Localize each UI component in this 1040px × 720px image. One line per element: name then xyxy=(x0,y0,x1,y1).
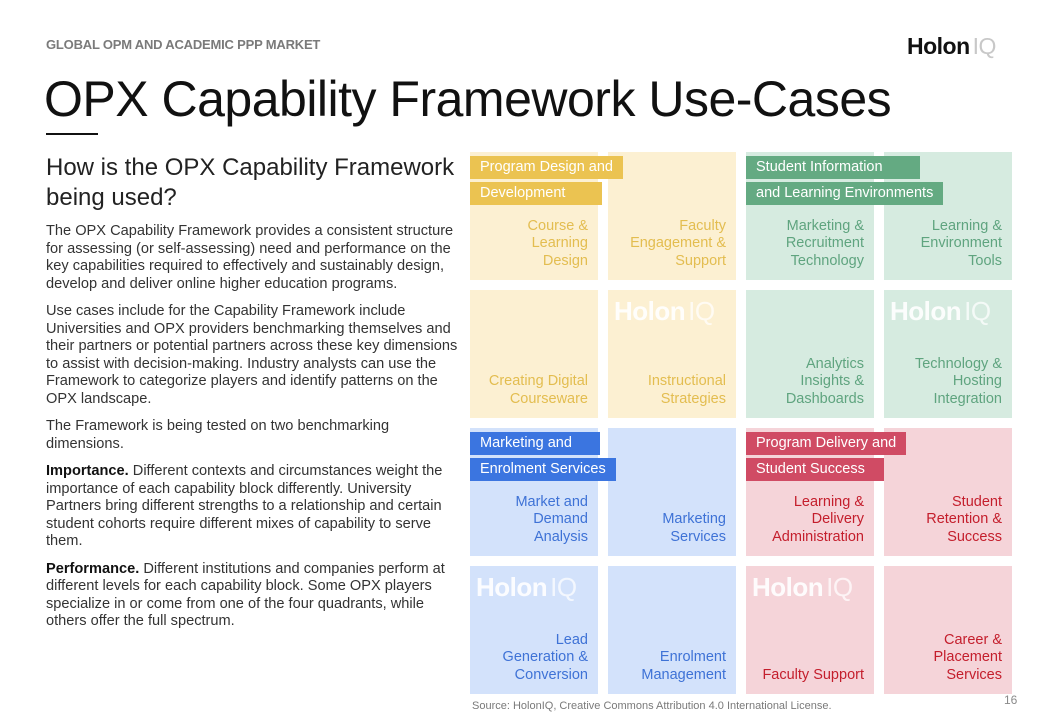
tile-label: Learning & Environment Tools xyxy=(920,217,1002,269)
tile-label: Creating Digital Courseware xyxy=(488,373,588,407)
tile-label: Learning & Delivery Administration xyxy=(772,493,864,545)
tile-marketing-services: Marketing Services xyxy=(608,428,736,556)
tile-label: Analytics Insights & Dashboards xyxy=(785,355,864,407)
section-subheading: How is the OPX Capability Framework bein… xyxy=(46,154,455,211)
tile-label: Course & Learning Design xyxy=(527,217,588,269)
quadrant-label-tech-line1: Student Information xyxy=(746,156,920,179)
quadrant-label-marketing-line2: Enrolment Services xyxy=(470,458,616,481)
page-title: OPX Capability Framework Use-Cases xyxy=(44,71,892,127)
performance-term: Performance. xyxy=(46,560,140,577)
quadrant-label-delivery-line1: Program Delivery and xyxy=(746,432,907,455)
tile-label: Enrolment Management xyxy=(641,649,726,683)
paragraph-intro: The OPX Capability Framework provides a … xyxy=(46,223,454,292)
tile-analytics-dashboards: Analytics Insights & Dashboards xyxy=(746,290,874,418)
left-text-column: How is the OPX Capability Framework bein… xyxy=(46,153,464,641)
tile-label: Student Retention & Success xyxy=(926,493,1002,545)
tile-faculty-engagement: Faculty Engagement & Support xyxy=(608,152,736,280)
paragraph-dimensions: The Framework is being tested on two ben… xyxy=(46,418,390,452)
quadrant-label-design-line1: Program Design and xyxy=(470,156,623,179)
paragraph-performance: Performance. Different institutions and … xyxy=(46,561,464,631)
tile-enrolment-management: Enrolment Management xyxy=(608,566,736,694)
quadrant-label-delivery-line2: Student Success xyxy=(746,458,884,481)
tile-label: Marketing & Recruitment Technology xyxy=(785,217,864,269)
section-kicker: GLOBAL OPM AND ACADEMIC PPP MARKET xyxy=(46,37,321,52)
quadrant-label-marketing-line1: Marketing and xyxy=(470,432,600,455)
title-underline xyxy=(46,133,98,135)
tile-label: Faculty Support xyxy=(762,666,864,683)
tile-career-placement: Career & Placement Services xyxy=(884,566,1012,694)
paragraph-importance: Importance. Different contexts and circu… xyxy=(46,463,464,551)
capability-framework-grid: Course & Learning Design Faculty Engagem… xyxy=(470,152,1012,694)
quadrant-label-tech-line2: and Learning Environments xyxy=(746,182,944,205)
logo-holon: Holon xyxy=(907,33,970,59)
tile-label: Technology & Hosting Integration xyxy=(914,355,1002,407)
importance-term: Importance. xyxy=(46,463,129,479)
paragraph-use-cases: Use cases include for the Capability Fra… xyxy=(46,303,458,407)
quadrant-label-design-line2: Development xyxy=(470,182,602,205)
tile-label: Marketing Services xyxy=(662,511,726,545)
source-citation: Source: HolonIQ, Creative Commons Attrib… xyxy=(472,700,832,712)
tile-label: Market and Demand Analysis xyxy=(515,493,588,545)
performance-text: Different institutions and companies per… xyxy=(46,560,445,630)
importance-text: Different contexts and circumstances wei… xyxy=(46,463,443,549)
tile-student-retention: Student Retention & Success xyxy=(884,428,1012,556)
tile-label: Career & Placement Services xyxy=(933,631,1002,683)
tile-label: Instructional Strategies xyxy=(647,373,726,407)
page-number: 16 xyxy=(1004,693,1018,707)
tile-label: Faculty Engagement & Support xyxy=(630,217,726,269)
tile-creating-digital-courseware: Creating Digital Courseware xyxy=(470,290,598,418)
logo-iq: IQ xyxy=(972,33,997,59)
tile-label: Lead Generation & Conversion xyxy=(502,631,588,683)
